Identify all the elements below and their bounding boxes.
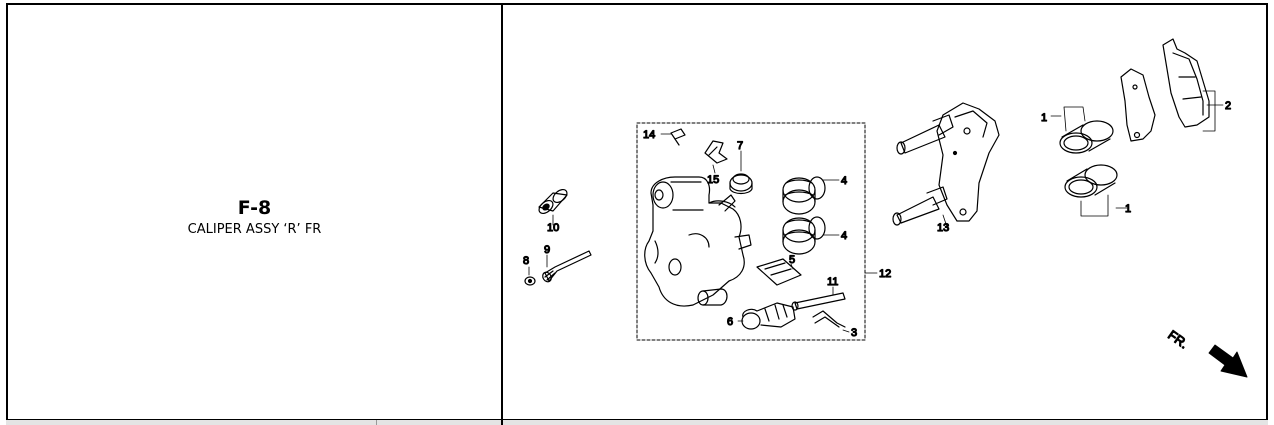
next-row-strip <box>6 420 1268 425</box>
page-frame <box>6 3 1268 419</box>
callout-4-upper: 4 <box>841 175 847 187</box>
part-8-cap <box>524 276 536 286</box>
part-6-bolt <box>741 302 796 330</box>
diagram-canvas: 14 7 15 4 4 5 11 12 6 3 10 9 8 13 1 1 2 … <box>522 38 1248 378</box>
callout-9: 9 <box>544 244 550 256</box>
callout-10: 10 <box>547 222 559 234</box>
part-4-piston-lower <box>782 216 826 255</box>
part-10-sleeve <box>538 188 568 215</box>
panel-divider <box>501 3 503 419</box>
bottom-rule <box>6 419 1268 420</box>
part-11-pin <box>791 292 846 311</box>
direction-label: FR. <box>1165 327 1191 351</box>
callout-4-lower: 4 <box>841 230 847 242</box>
part-5-shim <box>756 258 802 286</box>
part-2-pad-outer <box>1162 38 1210 128</box>
callout-13: 13 <box>937 222 949 234</box>
assembly-boundary <box>636 122 866 341</box>
part-4-piston-upper <box>782 176 826 215</box>
callout-5: 5 <box>789 254 795 266</box>
part-9-pin <box>542 250 592 283</box>
callout-11: 11 <box>827 276 838 288</box>
title-panel: F-8 CALIPER ASSY ‘R’ FR <box>8 5 501 417</box>
callout-2: 2 <box>1225 100 1231 112</box>
exploded-diagram: 14 7 15 4 4 5 11 12 6 3 10 9 8 13 1 1 2 … <box>503 5 1266 417</box>
arrow-right-down-icon <box>1208 344 1248 378</box>
next-row-divider-main <box>501 420 503 425</box>
part-1-seal-upper <box>1059 120 1114 154</box>
part-1-seal-lower <box>1064 164 1118 198</box>
part-13-bracket <box>892 102 1000 226</box>
figure-code: F-8 <box>237 197 272 219</box>
callout-3: 3 <box>851 327 857 339</box>
part-15-clip <box>704 140 728 164</box>
part-2-pad-inner <box>1120 68 1156 142</box>
callout-8: 8 <box>523 255 529 267</box>
part-3-spring <box>812 310 846 328</box>
callout-14: 14 <box>643 129 655 141</box>
leader-lines <box>528 90 1224 333</box>
part-7-cap <box>729 173 753 195</box>
next-row-divider <box>376 420 377 425</box>
callout-15: 15 <box>707 174 719 186</box>
callout-1-upper: 1 <box>1041 112 1047 124</box>
figure-name: CALIPER ASSY ‘R’ FR <box>187 222 322 237</box>
callout-7: 7 <box>737 140 743 152</box>
caliper-body <box>644 176 752 307</box>
part-14-bleeder <box>670 128 686 146</box>
callout-12: 12 <box>879 268 891 280</box>
callout-1-lower: 1 <box>1125 203 1131 215</box>
callout-6: 6 <box>727 316 733 328</box>
